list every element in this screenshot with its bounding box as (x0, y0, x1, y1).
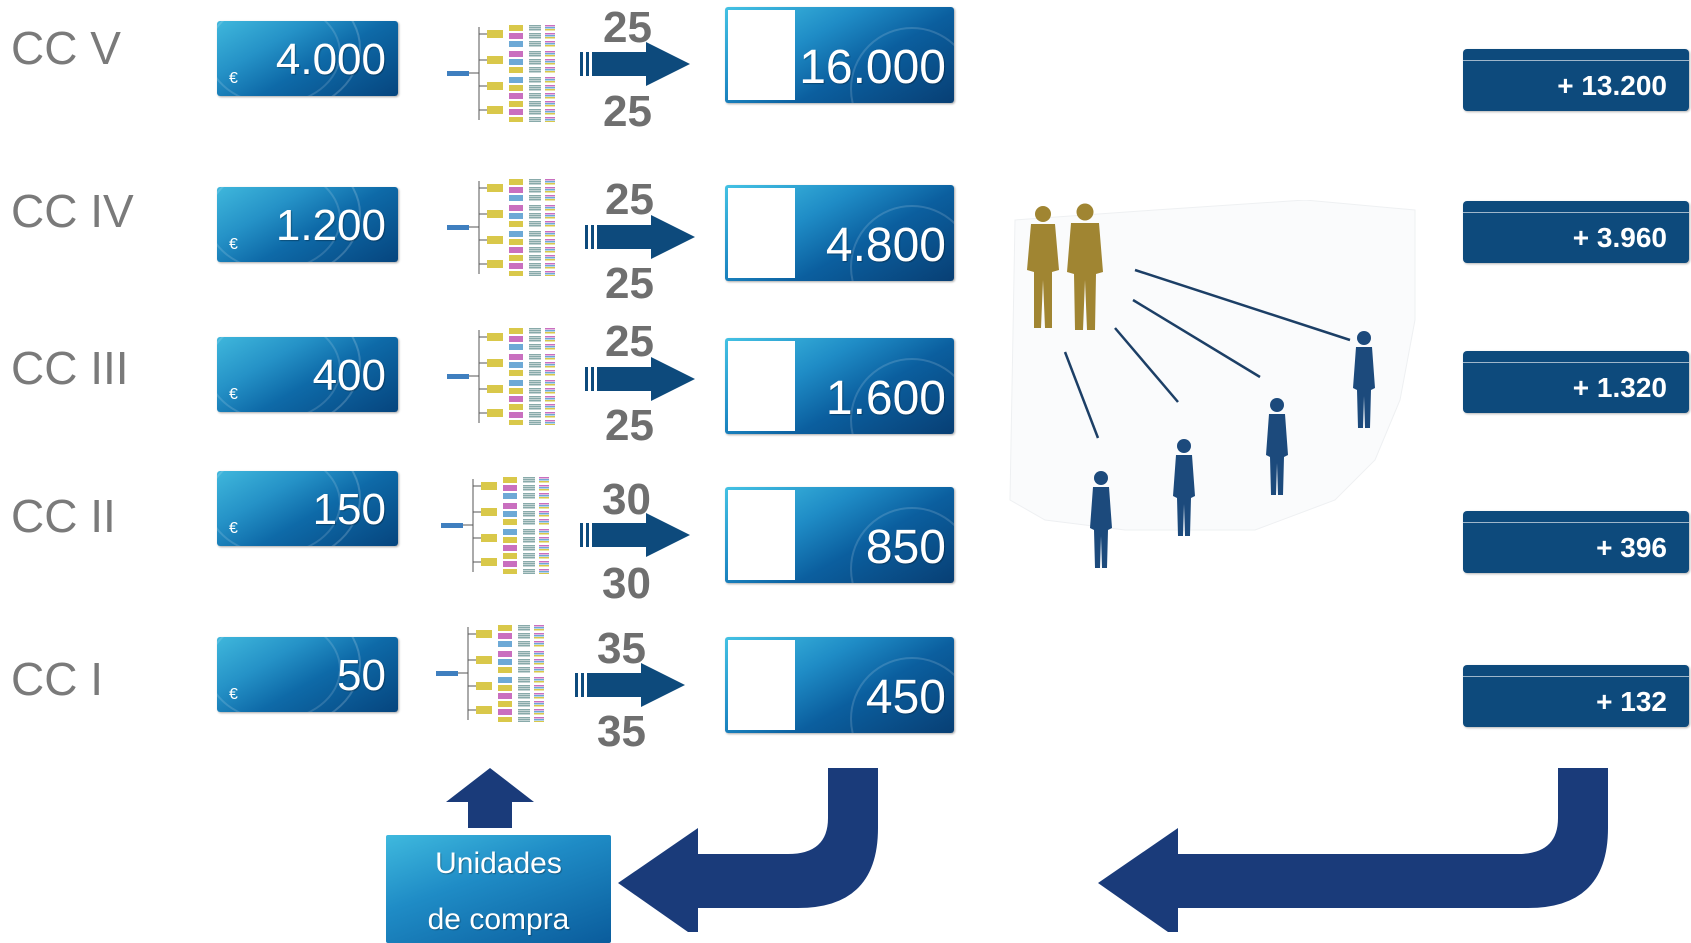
cost-card: € 4.000 (217, 21, 398, 96)
delta-value: + 132 (1596, 686, 1667, 717)
org-chart-icon (441, 477, 549, 574)
cost-card: € 400 (217, 337, 398, 412)
right-arrow-icon (575, 663, 685, 707)
right-arrow-icon (580, 42, 690, 86)
delta-value: + 396 (1596, 532, 1667, 563)
euro-symbol: € (229, 236, 238, 253)
result-value: 450 (865, 671, 946, 724)
result-value: 850 (865, 521, 946, 574)
cost-card: € 150 (217, 471, 398, 546)
result-card: 4.800 (725, 185, 954, 281)
ratio-top: 25 (605, 317, 654, 366)
level-label: CC IV (11, 185, 134, 237)
cost-card: € 50 (217, 637, 398, 712)
curved-arrow-icon (1098, 768, 1608, 932)
euro-symbol: € (229, 686, 238, 703)
result-card: 850 (725, 487, 954, 583)
delta-card: + 1.320 (1463, 351, 1689, 413)
ratio-top: 35 (597, 624, 646, 673)
ratio-bottom: 25 (605, 259, 654, 308)
curved-arrow-icon (618, 768, 878, 932)
level-label: CC II (11, 490, 116, 542)
purchase-units-line1: Unidades (435, 847, 562, 880)
ratio-bottom: 30 (602, 559, 651, 608)
purchase-units-box: Unidades de compra (386, 835, 611, 943)
ratio-top: 25 (605, 175, 654, 224)
org-chart-icon (447, 328, 555, 425)
result-card: 16.000 (725, 7, 954, 103)
up-arrow-icon (446, 768, 534, 828)
result-value: 1.600 (825, 372, 946, 425)
purchase-units-line2: de compra (427, 903, 570, 936)
level-label: CC I (11, 653, 103, 705)
result-value: 16.000 (799, 41, 946, 94)
right-arrow-icon (585, 357, 695, 401)
delta-card: + 132 (1463, 665, 1689, 727)
people-network (1009, 200, 1416, 568)
org-chart-icon (447, 25, 555, 122)
result-card: 450 (725, 637, 954, 733)
cost-amount: 1.200 (275, 201, 386, 250)
delta-card: + 3.960 (1463, 201, 1689, 263)
businesspeople-icon (1027, 203, 1103, 330)
cost-amount: 4.000 (275, 35, 386, 84)
level-label: CC V (11, 22, 121, 74)
right-arrow-icon (580, 513, 690, 557)
person-silhouette-icon (1090, 331, 1375, 568)
cost-amount: 150 (312, 485, 386, 534)
cost-card: € 1.200 (217, 187, 398, 262)
euro-symbol: € (229, 386, 238, 403)
ratio-bottom: 25 (603, 87, 652, 136)
level-label: CC III (11, 342, 129, 394)
delta-value: + 1.320 (1572, 372, 1667, 403)
org-chart-icon (447, 179, 555, 276)
ratio-top: 30 (602, 475, 651, 524)
cost-amount: 50 (337, 651, 386, 700)
org-chart-icon (436, 625, 544, 722)
ratio-bottom: 35 (597, 707, 646, 756)
result-card: 1.600 (725, 338, 954, 434)
delta-value: + 3.960 (1572, 222, 1667, 253)
right-arrow-icon (585, 215, 695, 259)
euro-symbol: € (229, 70, 238, 87)
delta-card: + 13.200 (1463, 49, 1689, 111)
ratio-top: 25 (603, 3, 652, 52)
delta-value: + 13.200 (1557, 70, 1667, 101)
delta-card: + 396 (1463, 511, 1689, 573)
ratio-bottom: 25 (605, 401, 654, 450)
cost-amount: 400 (312, 351, 386, 400)
result-value: 4.800 (825, 219, 946, 272)
euro-symbol: € (229, 520, 238, 537)
